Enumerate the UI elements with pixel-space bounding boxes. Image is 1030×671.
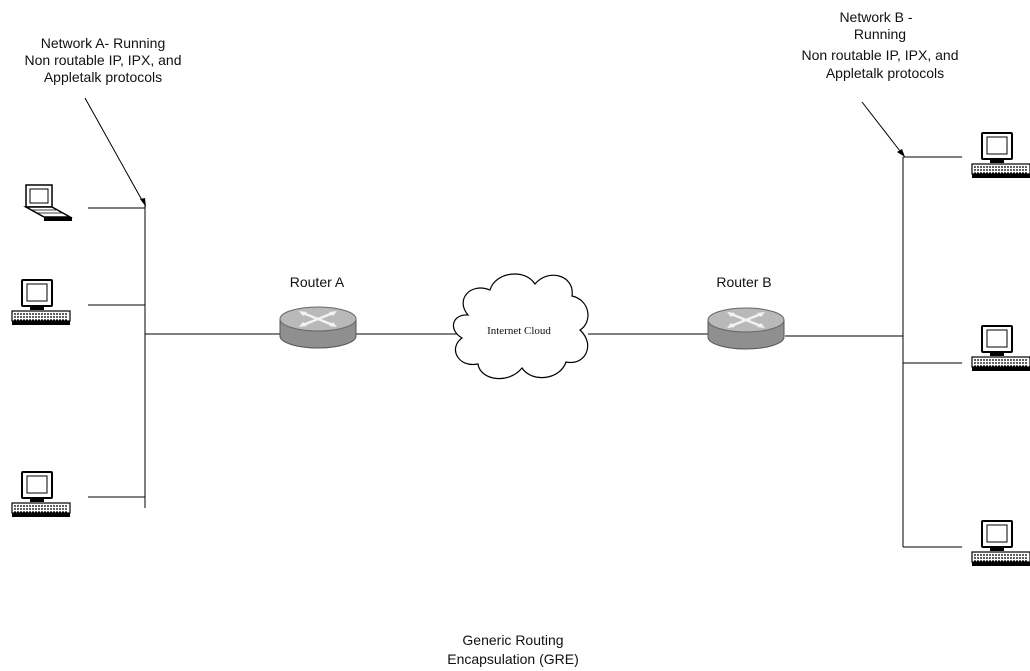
network-a-label-line: Non routable IP, IPX, and [25, 52, 182, 68]
router-icon [278, 305, 358, 350]
network-b-label-line: Appletalk protocols [826, 65, 944, 81]
network-b-label: Network B - Running Non routable IP, IPX… [802, 9, 959, 81]
footer-caption-line: Generic Routing [462, 632, 563, 648]
desktop-computer-icon [971, 325, 1030, 372]
network-b-pointer-line [861, 101, 901, 152]
desktop-computer-icon [11, 279, 71, 326]
footer-caption-line: Encapsulation (GRE) [447, 651, 579, 667]
desktop-computer-icon [971, 520, 1030, 567]
internet-cloud-shape [452, 273, 589, 380]
network-a-label: Network A- Running Non routable IP, IPX,… [25, 35, 182, 85]
router-icon [706, 306, 786, 351]
network-a-label-line: Appletalk protocols [44, 69, 162, 85]
router-a-label: Router A [290, 274, 345, 290]
desktop-computer-icon [11, 471, 71, 518]
desktop-computer-icon [971, 132, 1030, 179]
network-b-label-line: Non routable IP, IPX, and [802, 47, 959, 63]
network-a-pointer-line [84, 97, 144, 203]
internet-cloud-label: Internet Cloud [487, 325, 551, 337]
router-b-label: Router B [716, 274, 771, 290]
laptop-icon [25, 184, 73, 222]
network-b-label-line: Network B - [839, 9, 912, 25]
network-a-pointer-arrowhead [140, 198, 146, 207]
network-a-label-line: Network A- Running [41, 35, 166, 51]
network-b-pointer-arrowhead [897, 149, 905, 157]
network-b-label-line: Running [854, 26, 906, 42]
